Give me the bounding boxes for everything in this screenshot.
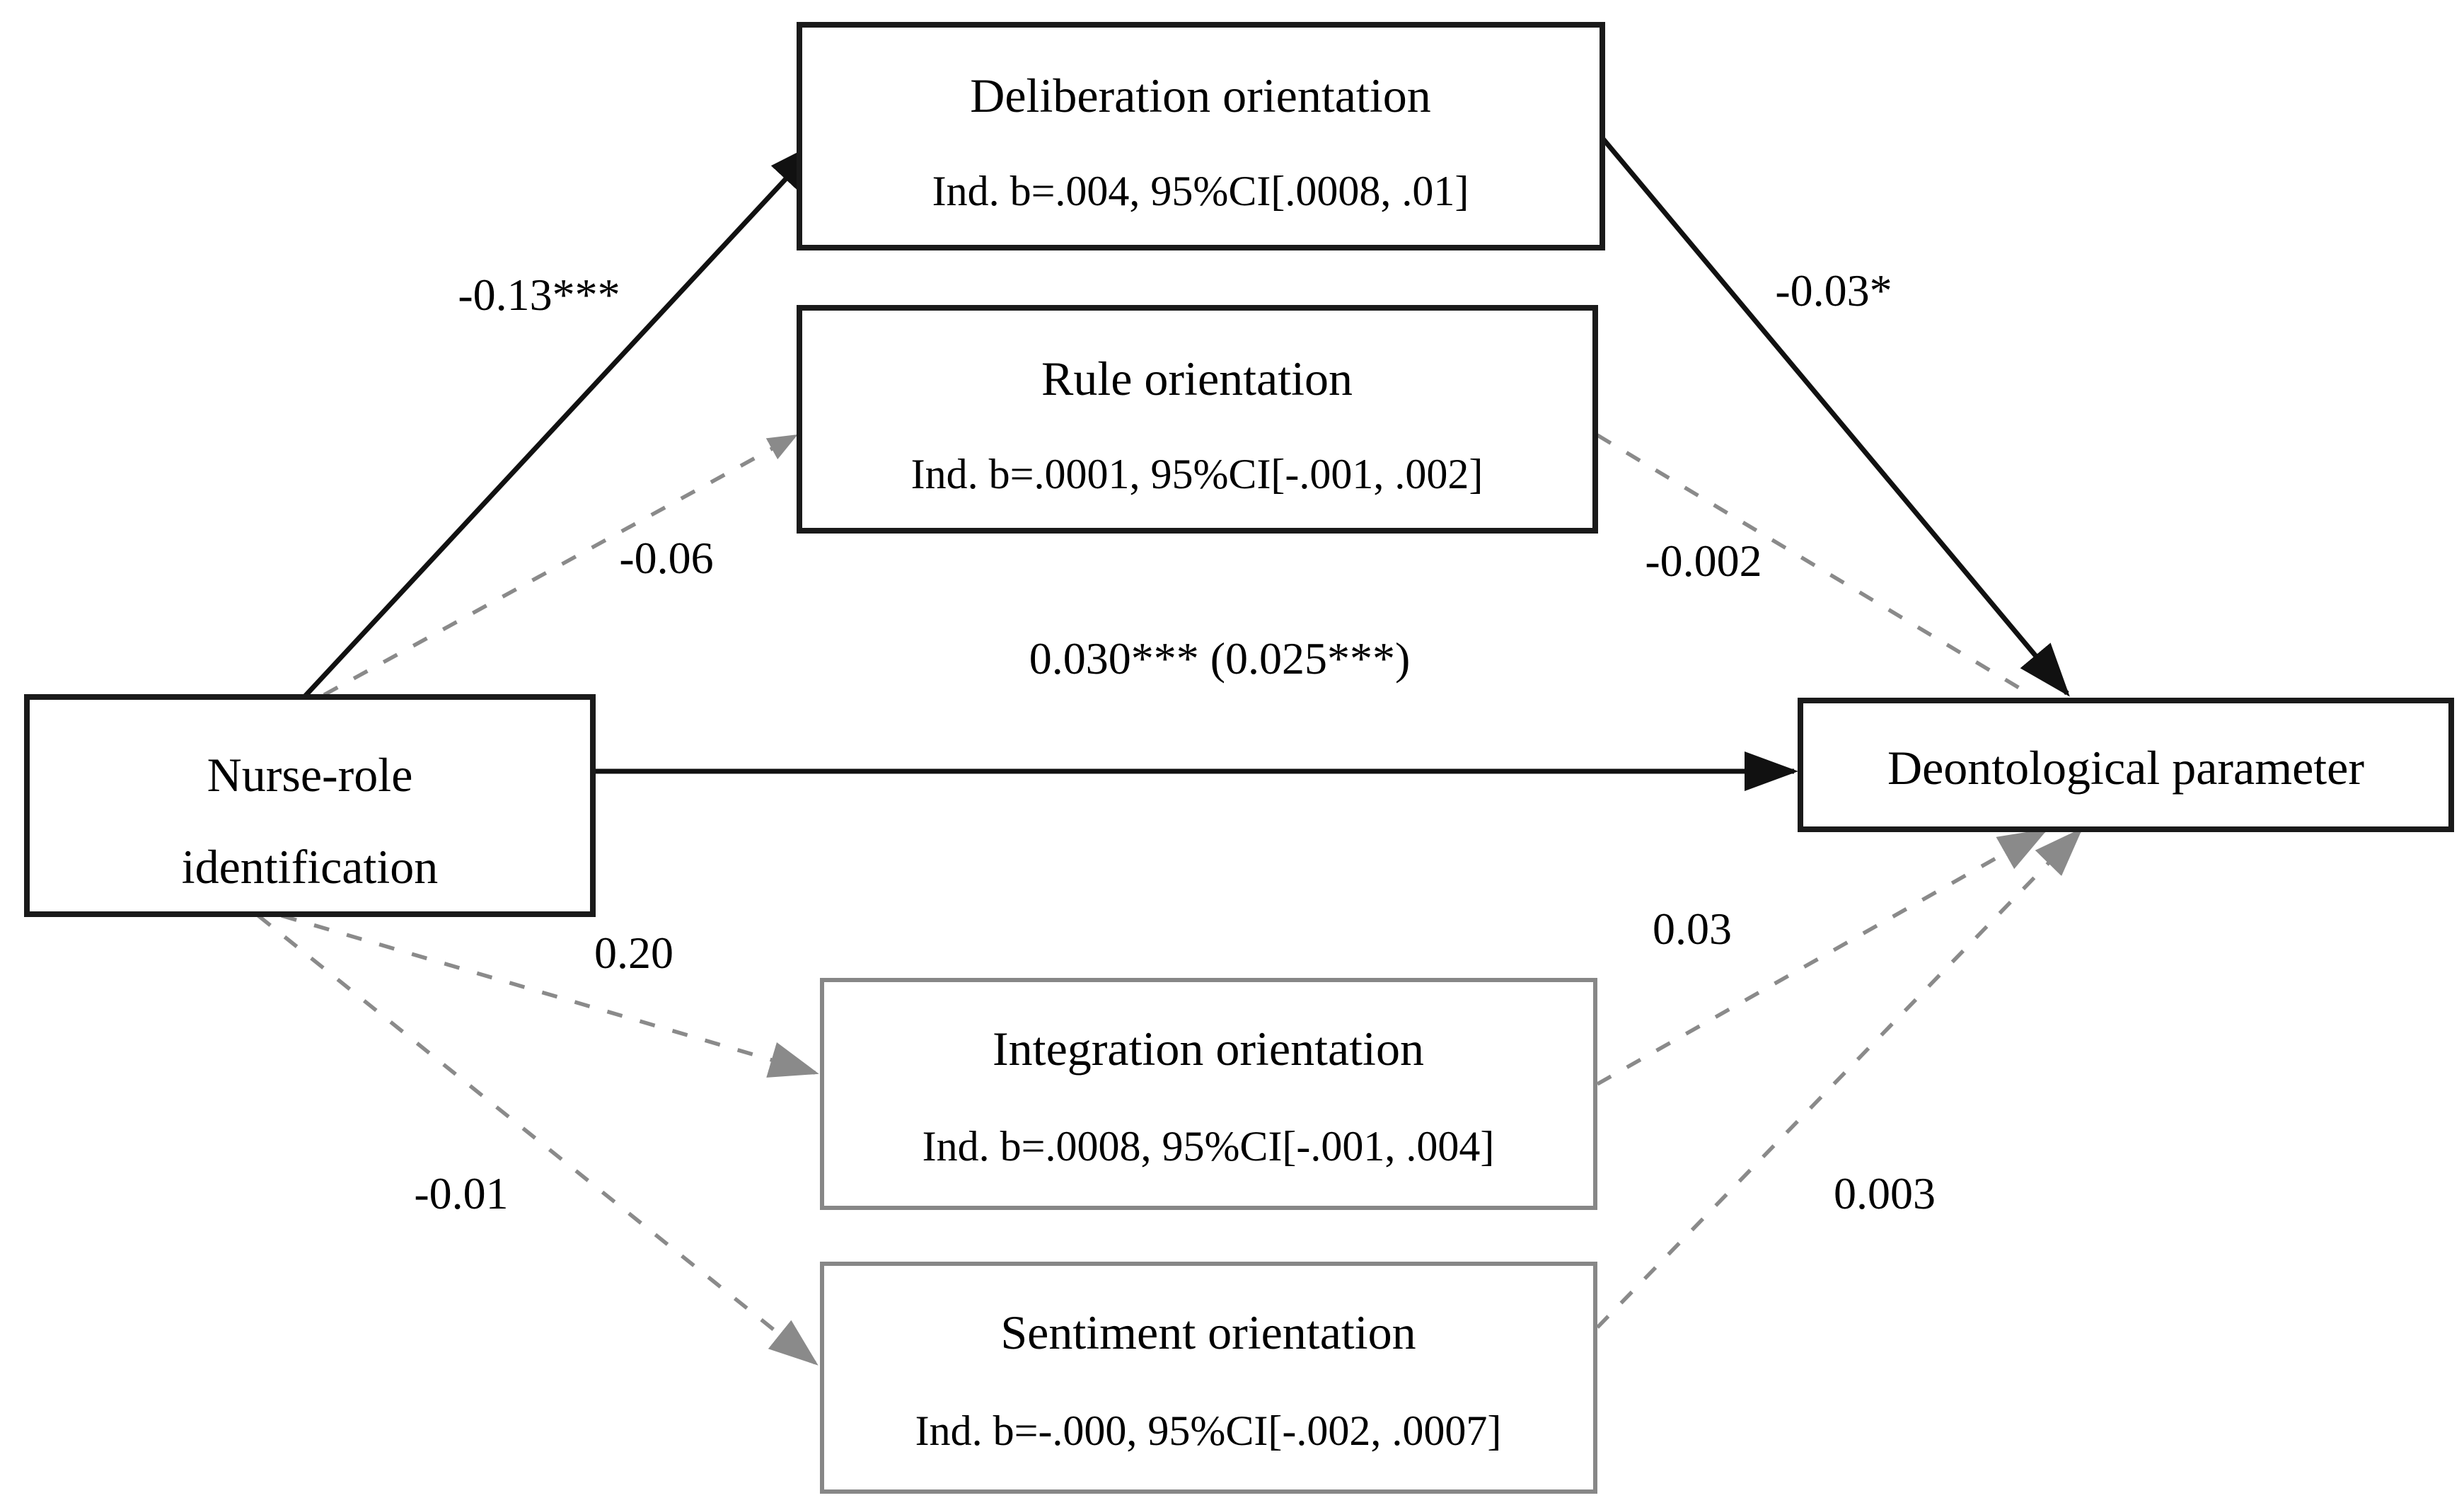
coef-predictor-rule: -0.06 <box>619 533 713 583</box>
coef-rule-outcome: -0.002 <box>1645 536 1762 586</box>
path-integration-to-outcome <box>1596 829 2049 1086</box>
node-predictor: Nurse-role identification <box>24 694 596 917</box>
node-sentiment: Sentiment orientation Ind. b=-.000, 95%C… <box>820 1262 1597 1494</box>
coef-integration-outcome: 0.03 <box>1653 904 1732 954</box>
predictor-box <box>24 694 596 917</box>
coef-predictor-deliberation: -0.13*** <box>458 270 620 320</box>
rule-detail: Ind. b=.0001, 95%CI[-.001, .002] <box>911 451 1483 497</box>
deliberation-detail: Ind. b=.004, 95%CI[.0008, .01] <box>932 168 1469 214</box>
path-predictor-to-deliberation <box>302 139 823 699</box>
rule-box <box>797 305 1598 534</box>
node-outcome: Deontological parameter <box>1798 698 2454 832</box>
rule-title: Rule orientation <box>1041 352 1353 405</box>
outcome-box <box>1798 698 2454 832</box>
integration-box <box>820 978 1597 1210</box>
deliberation-title: Deliberation orientation <box>970 69 1430 122</box>
sentiment-detail: Ind. b=-.000, 95%CI[-.002, .0007] <box>915 1407 1502 1454</box>
coef-sentiment-outcome: 0.003 <box>1834 1168 1936 1218</box>
predictor-label-line1: Nurse-role <box>207 748 413 802</box>
outcome-label: Deontological parameter <box>1887 741 2364 795</box>
coef-direct-effect: 0.030*** (0.025***) <box>1029 633 1411 684</box>
coef-predictor-integration: 0.20 <box>594 928 673 978</box>
sentiment-title: Sentiment orientation <box>1000 1306 1416 1359</box>
integration-title: Integration orientation <box>993 1022 1424 1076</box>
path-predictor-to-integration <box>281 914 819 1078</box>
coef-predictor-sentiment: -0.01 <box>414 1168 508 1218</box>
sentiment-box <box>820 1262 1597 1494</box>
path-predictor-to-sentiment <box>257 914 819 1366</box>
predictor-label-line2: identification <box>182 840 439 894</box>
path-deliberation-to-outcome <box>1600 136 2070 697</box>
node-deliberation: Deliberation orientation Ind. b=.004, 95… <box>797 22 1605 250</box>
path-predictor-to-rule <box>323 433 798 697</box>
path-sentiment-to-outcome <box>1596 827 2083 1329</box>
integration-detail: Ind. b=.0008, 95%CI[-.001, .004] <box>922 1123 1495 1170</box>
node-rule: Rule orientation Ind. b=.0001, 95%CI[-.0… <box>797 305 1598 534</box>
node-integration: Integration orientation Ind. b=.0008, 95… <box>820 978 1597 1210</box>
deliberation-box <box>797 22 1605 250</box>
coef-deliberation-outcome: -0.03* <box>1775 265 1892 316</box>
